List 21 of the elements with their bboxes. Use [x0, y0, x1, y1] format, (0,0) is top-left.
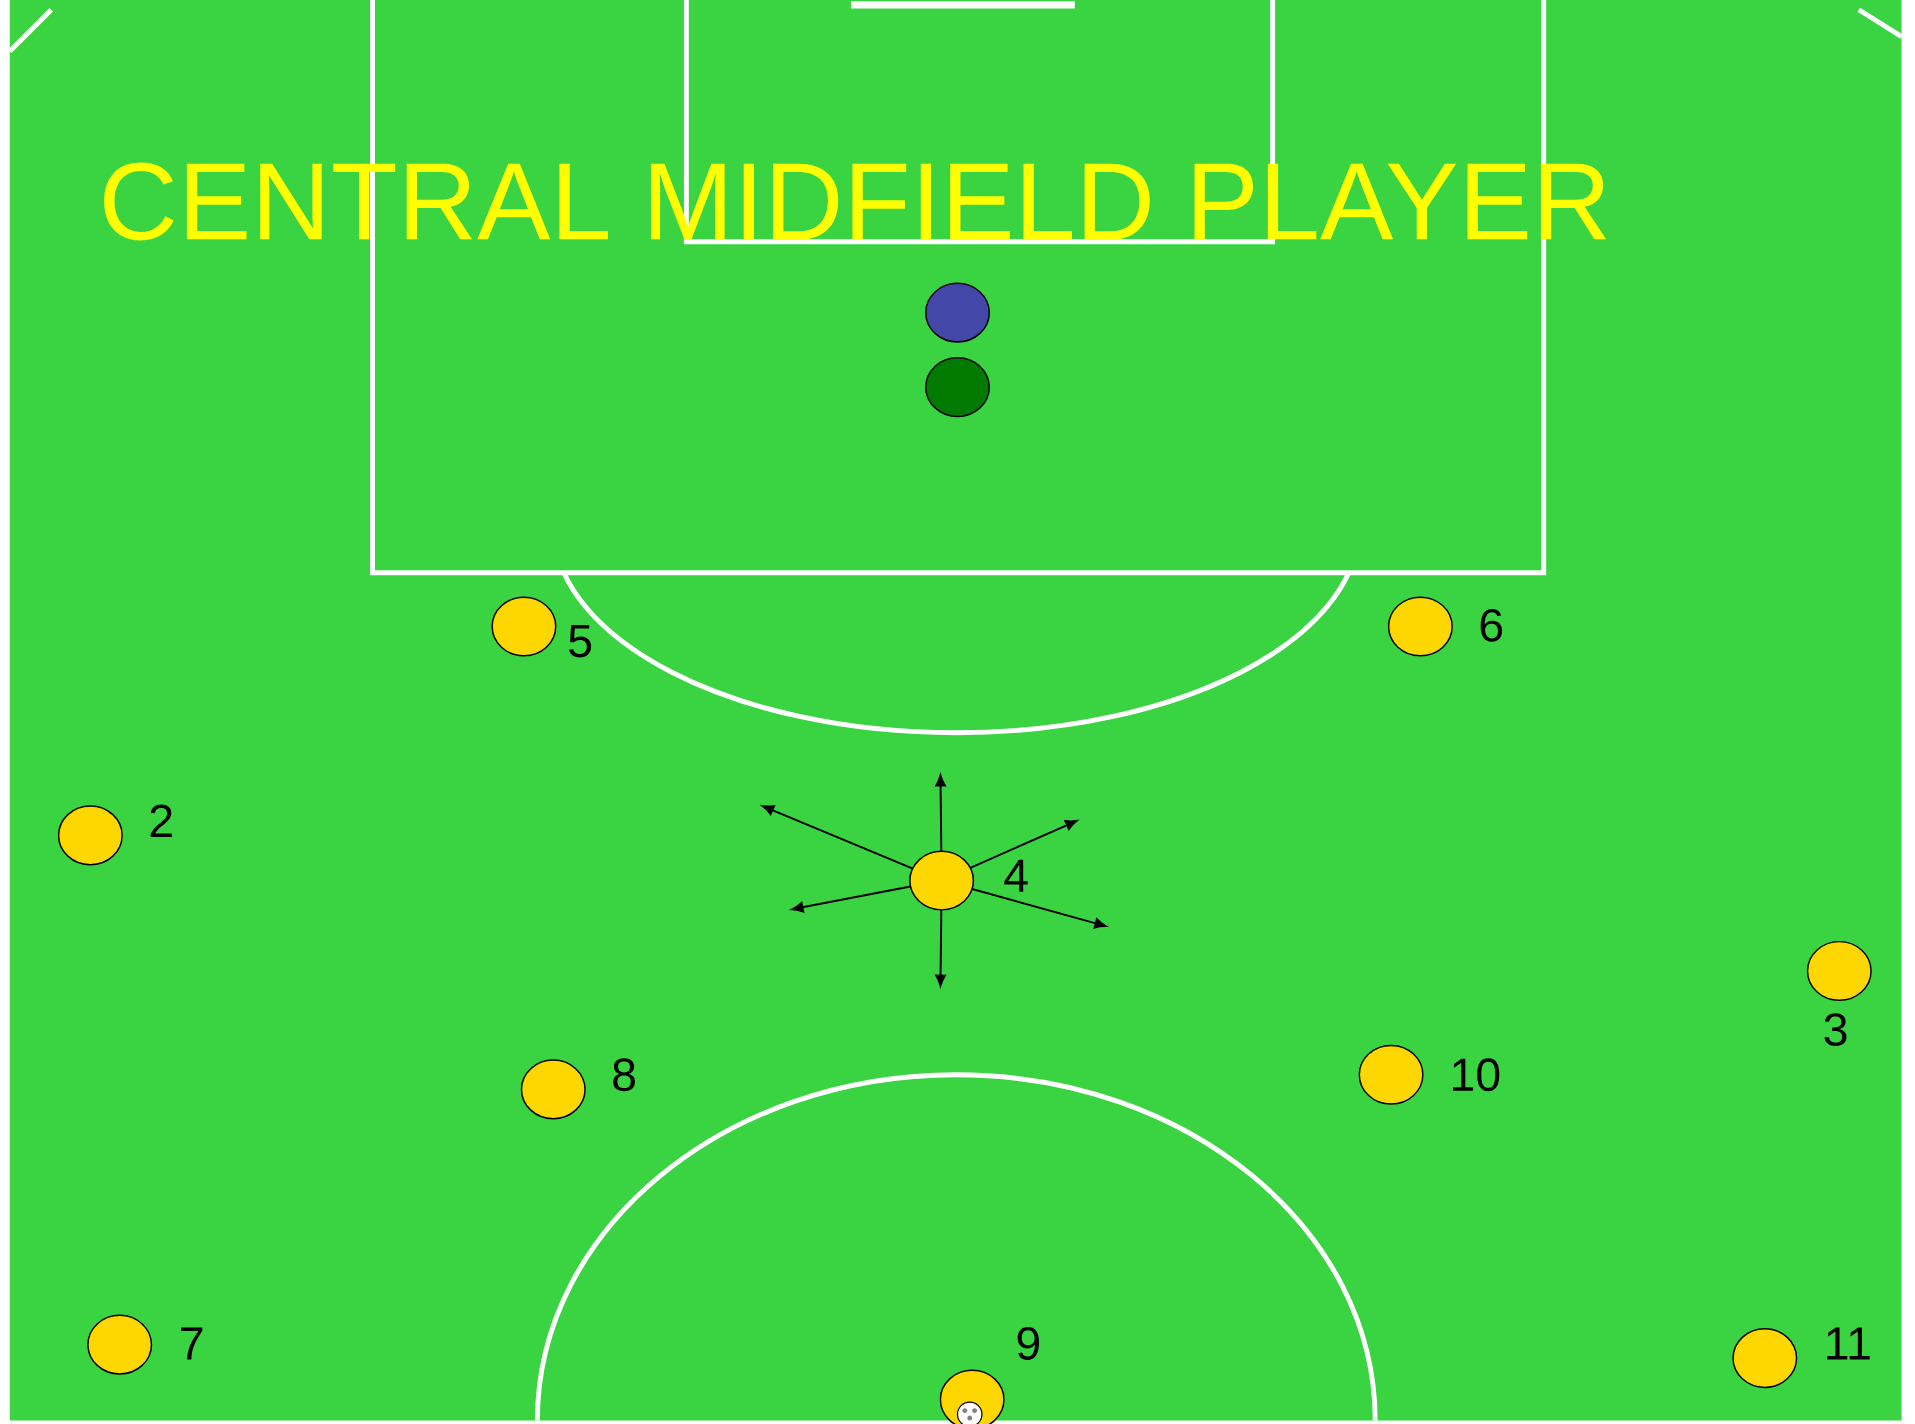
player-number: 3 — [1824, 1013, 1847, 1046]
player-number: 10 — [1453, 1058, 1500, 1092]
player-marker — [1806, 940, 1872, 1001]
player-marker — [57, 805, 123, 866]
player-marker — [925, 357, 990, 418]
player-number: 7 — [181, 1327, 203, 1360]
player-marker — [1358, 1044, 1424, 1105]
player-marker — [909, 850, 975, 911]
player-number: 11 — [1827, 1327, 1870, 1360]
player-marker — [1387, 596, 1453, 657]
player-number: 4 — [1004, 859, 1028, 892]
player-marker — [87, 1314, 153, 1375]
player-number: 2 — [150, 804, 172, 837]
player-marker — [491, 596, 557, 657]
player-marker — [520, 1059, 586, 1120]
player-marker — [1732, 1328, 1798, 1389]
player-number: 8 — [613, 1058, 635, 1092]
player-number: 9 — [1017, 1327, 1040, 1360]
player-marker — [925, 282, 990, 343]
player-number: 6 — [1480, 608, 1503, 642]
player-number: 5 — [569, 625, 592, 658]
